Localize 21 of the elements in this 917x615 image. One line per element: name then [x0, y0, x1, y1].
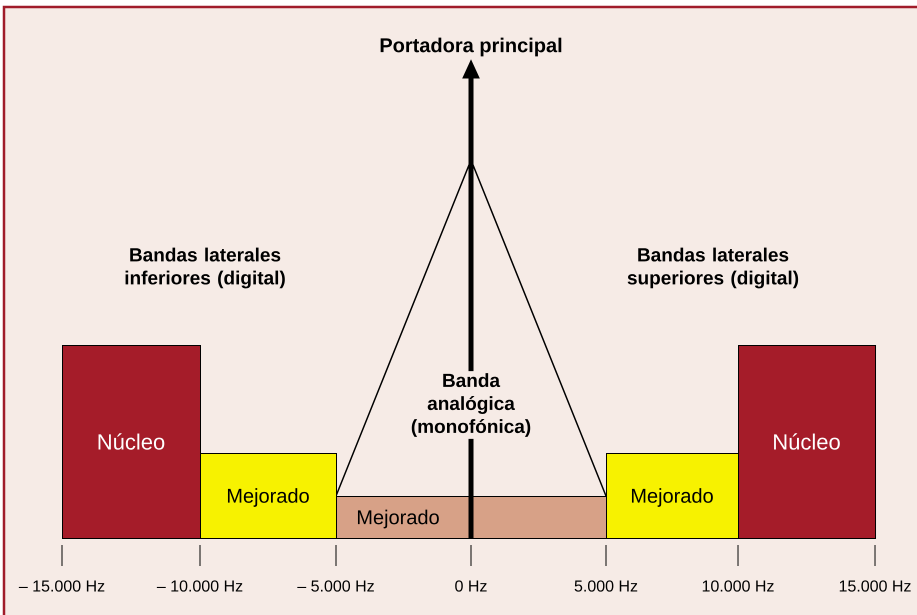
band-box — [62, 345, 201, 539]
frequency-label: 10.000 Hz — [702, 580, 774, 592]
frequency-label: 5.000 Hz — [574, 580, 638, 592]
band-label: Núcleo — [774, 433, 840, 450]
band-box — [606, 453, 739, 539]
frequency-label: 15.000 Hz — [840, 580, 911, 592]
band-label: Mejorado — [228, 488, 309, 507]
frequency-label: – 15.000 Hz — [18, 580, 104, 592]
band-label: Mejorado — [358, 510, 439, 528]
band-caption: Bandas laterales inferiores (digital) — [126, 248, 285, 288]
band-caption: Banda analógica (monofónica) — [399, 371, 543, 439]
band-label: Mejorado — [632, 488, 713, 507]
band-box — [200, 453, 337, 539]
frequency-label: 0 Hz — [455, 580, 487, 592]
band-box — [738, 345, 876, 539]
band-label: Núcleo — [98, 433, 164, 450]
carrier-label: Portadora principal — [380, 38, 562, 56]
frequency-label: – 10.000 Hz — [156, 580, 242, 592]
frequency-label: – 5.000 Hz — [297, 580, 374, 592]
band-box — [336, 496, 607, 539]
band-caption: Bandas laterales superiores (digital) — [628, 248, 798, 288]
